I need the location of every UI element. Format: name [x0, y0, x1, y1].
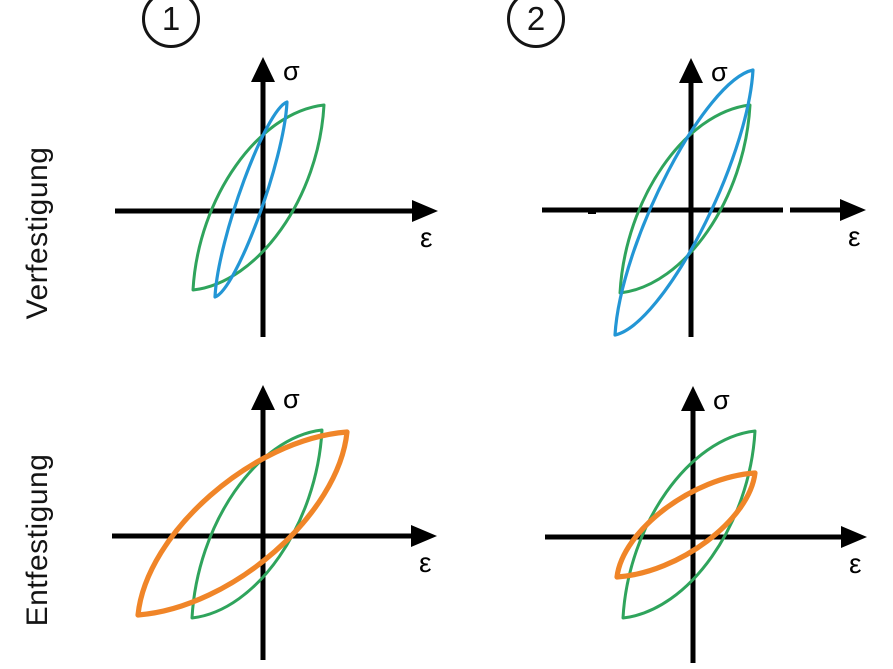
verfestigung-1-green-loop: [191, 103, 326, 292]
verfestigung-1-blue-loop: [213, 100, 289, 299]
entfestigung-2-orange-loop: [614, 470, 758, 580]
sigma-axis-label: σ: [283, 56, 300, 86]
column-badge-2: 2: [507, 0, 565, 48]
epsilon-axis-label: ε: [849, 548, 861, 579]
column-number-2: 2: [526, 0, 546, 37]
column-number-1: 1: [161, 0, 181, 37]
entfestigung-1-green-loop: [190, 428, 324, 620]
x-axis-arrowhead: [840, 199, 866, 221]
row-label-verfestigung: Verfestigung: [21, 146, 54, 320]
verfestigung-2-green-loop: [618, 103, 752, 295]
panel-entfestigung-1: σε: [112, 384, 437, 660]
y-axis-arrowhead: [251, 385, 275, 410]
x-axis-arrowhead: [412, 200, 438, 222]
row-label-entfestigung: Entfestigung: [21, 453, 54, 627]
entfestigung-2-green-loop: [621, 429, 757, 620]
y-axis-arrowhead: [681, 386, 705, 411]
y-axis-arrowhead: [679, 58, 703, 83]
sigma-axis-label: σ: [713, 385, 730, 415]
column-badge-1: 1: [142, 0, 200, 48]
panel-entfestigung-2: σε: [545, 385, 867, 663]
epsilon-axis-label: ε: [419, 547, 431, 578]
y-axis-arrowhead: [251, 57, 275, 82]
epsilon-axis-label: ε: [420, 222, 432, 253]
panel-verfestigung-1: σε: [115, 56, 438, 337]
panel-verfestigung-2: σε: [542, 57, 866, 337]
entfestigung-1-orange-loop: [135, 429, 350, 618]
sigma-axis-label: σ: [711, 57, 728, 87]
verfestigung-2-blue-loop: [613, 68, 755, 337]
x-axis-arrowhead: [841, 526, 867, 548]
x-axis-arrowhead: [411, 525, 437, 547]
epsilon-axis-label: ε: [848, 221, 860, 252]
sigma-axis-label: σ: [283, 384, 300, 414]
